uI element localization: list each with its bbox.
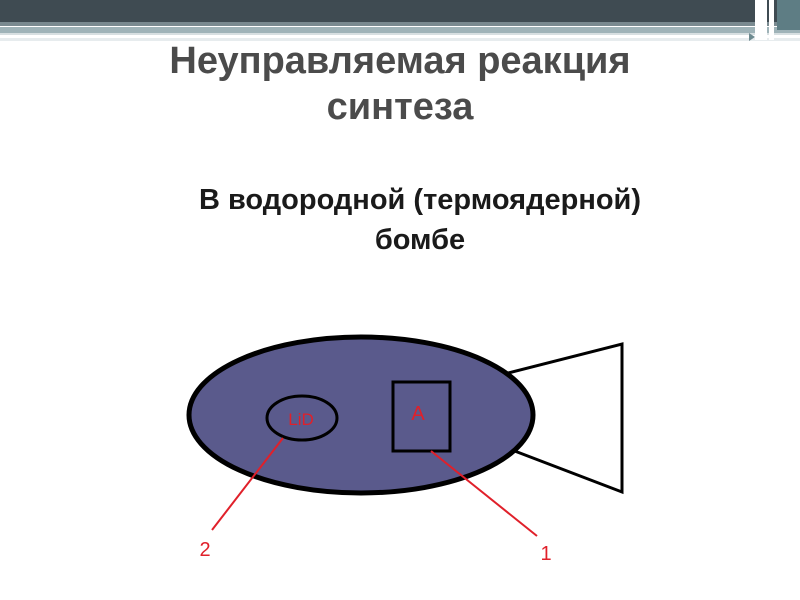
callout-label-2: 2: [199, 539, 210, 561]
slide-title: Неуправляемая реакция синтеза: [0, 38, 800, 130]
pointer-line-2: [211, 437, 284, 531]
pointer-line-1: [430, 450, 538, 537]
title-line-1: Неуправляемая реакция: [169, 40, 631, 82]
slide-subtitle: В водородной (термоядерной) бомбе: [80, 180, 760, 260]
lid-label: LiD: [288, 410, 314, 429]
lid-compartment: [265, 394, 339, 442]
top-decorative-bar: [0, 0, 800, 41]
subtitle-line-1: В водородной (термоядерной): [198, 184, 642, 216]
callout-label-1: 1: [540, 543, 551, 565]
a-compartment: [391, 380, 452, 453]
subtitle-line-2: бомбе: [374, 224, 466, 256]
title-line-2: синтеза: [326, 86, 474, 128]
bomb-body: [186, 334, 536, 496]
a-label: A: [411, 403, 425, 425]
